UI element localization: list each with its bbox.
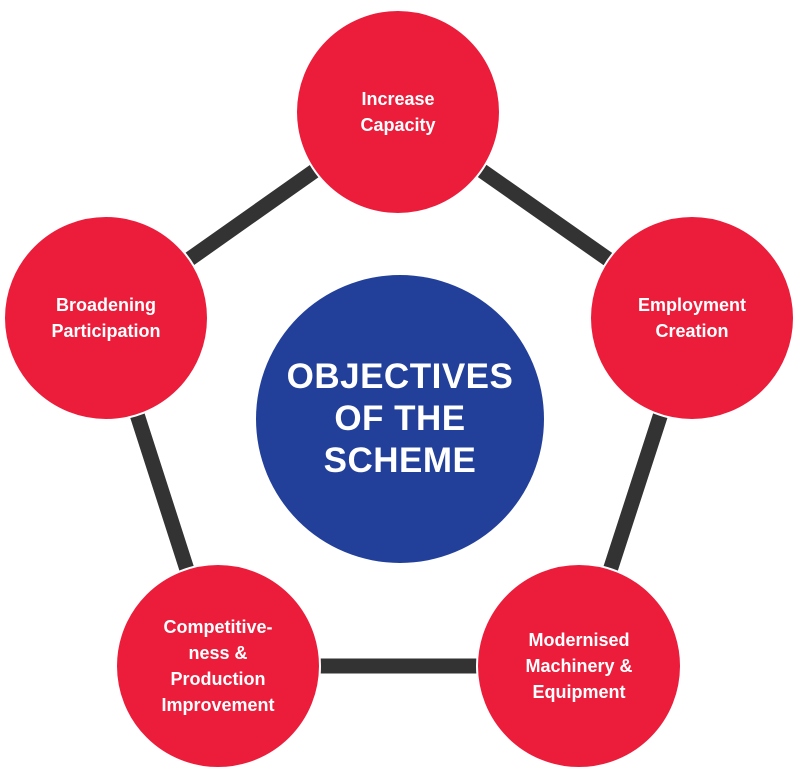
objective-broadening-participation: Broadening Participation	[3, 215, 209, 421]
center-title: OBJECTIVES OF THE SCHEME	[286, 357, 514, 480]
objective-label: Increase Capacity	[360, 89, 436, 135]
objective-label: Competitive- ness & Production Improveme…	[161, 617, 275, 715]
objective-label: Modernised Machinery & Equipment	[525, 630, 633, 702]
objective-increase-capacity: Increase Capacity	[295, 9, 501, 215]
objective-modernised-machinery: Modernised Machinery & Equipment	[476, 563, 682, 769]
objective-label: Broadening Participation	[51, 295, 161, 341]
objective-label: Employment Creation	[637, 295, 747, 341]
center-circle: OBJECTIVES OF THE SCHEME	[256, 275, 544, 563]
objective-employment-creation: Employment Creation	[589, 215, 795, 421]
objective-competitiveness: Competitive- ness & Production Improveme…	[115, 563, 321, 769]
